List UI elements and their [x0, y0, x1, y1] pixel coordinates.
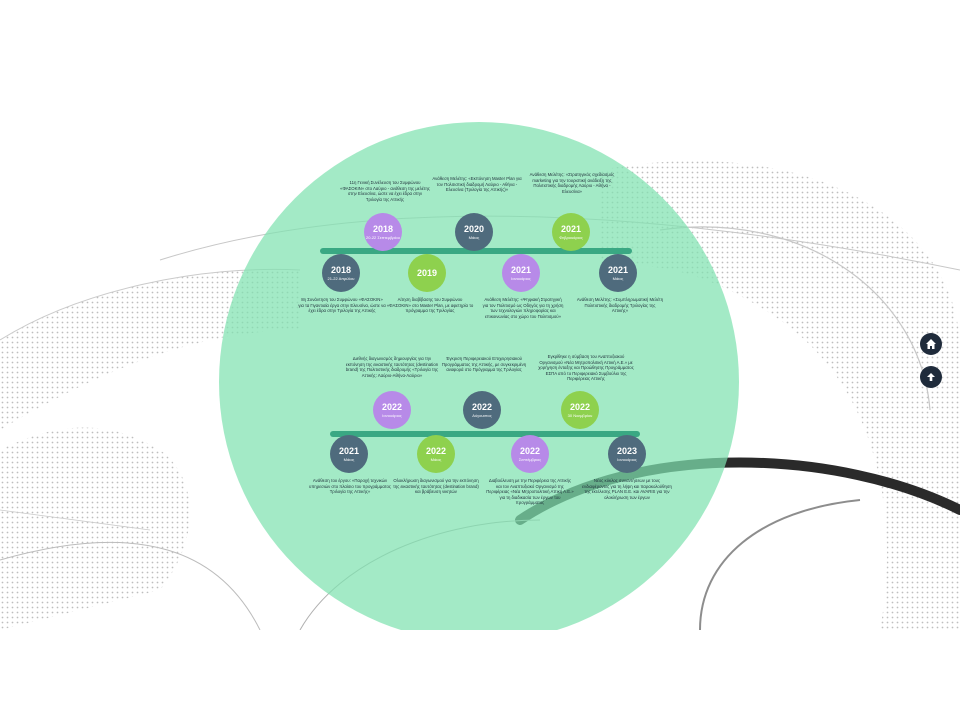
back-to-top-button[interactable]	[920, 366, 942, 388]
event-year: 2018	[372, 224, 394, 234]
event-year: 2023	[616, 446, 638, 456]
home-button[interactable]	[920, 333, 942, 355]
event-month: Μάιος	[612, 276, 624, 281]
event-year: 2021	[338, 446, 360, 456]
event-year: 2019	[416, 267, 438, 278]
event-year: 2021	[510, 265, 532, 275]
event-month: Αύγουστος	[472, 413, 492, 418]
event-year: 2020	[463, 224, 485, 234]
home-icon	[926, 339, 936, 349]
event-caption: 8η Συνάντηση του Συμφώνου «ΦΑΣΟΚΙΝ» για …	[298, 297, 386, 314]
event-month: Ιανουάριος	[382, 413, 402, 418]
stippled-band-left	[0, 268, 301, 630]
event-month: Σεπτέμβριος	[518, 457, 542, 462]
event-month: Ιανουάριος	[617, 457, 637, 462]
event-caption: Ανάθεση Μελέτης: «Εκπόνηση Master Plan γ…	[432, 176, 522, 193]
event-caption: Ανάθεση Μελέτης: «Συμπληρωματική Μελέτη …	[576, 297, 664, 314]
event-year: 2021	[560, 224, 582, 234]
event-month: 20-22 Σεπτεμβρίου	[366, 235, 400, 240]
event-year: 2022	[471, 402, 493, 412]
event-year: 2022	[381, 402, 403, 412]
stippled-ring-right	[600, 161, 960, 630]
arrow-up-icon	[927, 373, 935, 381]
event-caption: Διεθνής διαγωνισμός δημιουργίας για την …	[345, 356, 439, 378]
event-month: Μάιος	[468, 235, 480, 240]
timeline-bar	[320, 248, 632, 254]
event-month: 30 Νοεμβρίου	[567, 413, 593, 418]
event-caption: Εγκρίθηκε η σύμβαση του Αναπτυξιακού Οργ…	[538, 354, 634, 382]
event-year: 2022	[519, 446, 541, 456]
event-caption: Διαβούλευση με την Περιφέρεια της Αττική…	[486, 478, 574, 506]
event-caption: Ολοκλήρωση διαγωνισμού για την εκπόνηση …	[393, 478, 479, 495]
event-caption: 11η Γενική Συνέλευση του Συμφώνου «ΦΑΣΟΚ…	[340, 180, 430, 202]
event-month: Μάιος	[343, 457, 355, 462]
event-month: Ιανουάριος	[511, 276, 531, 281]
event-month: 21-22 Απριλίου	[327, 276, 355, 281]
event-year: 2021	[607, 265, 629, 275]
event-month: Φεβρουάριος	[559, 235, 583, 240]
event-caption: Νέος κύκλος συναντήσεων με τους ενδιαφέρ…	[582, 478, 672, 500]
event-year: 2018	[330, 265, 352, 275]
event-caption: Ανάθεση του έργου: «Παροχή τεχνικών υπηρ…	[309, 478, 391, 495]
event-caption: Αίτηση διαβίβασης του Συμφώνου «ΦΑΣΟΚΙΝ»…	[386, 297, 474, 314]
timeline-bar	[330, 431, 640, 437]
timeline-node[interactable]: 2019	[408, 254, 446, 292]
event-caption: Ανάθεση Μελέτης: «Ψηφιακή Στρατηγική για…	[482, 297, 564, 319]
event-caption: Έγκριση Περιφερειακού Επιχειρησιακού Προ…	[441, 356, 527, 373]
event-year: 2022	[425, 446, 447, 456]
event-caption: Ανάθεση Μελέτης: «Στρατηγικός σχεδιασμός…	[529, 172, 615, 194]
timeline-circle	[219, 122, 739, 630]
event-year: 2022	[569, 402, 591, 412]
event-month: Μάιος	[430, 457, 442, 462]
